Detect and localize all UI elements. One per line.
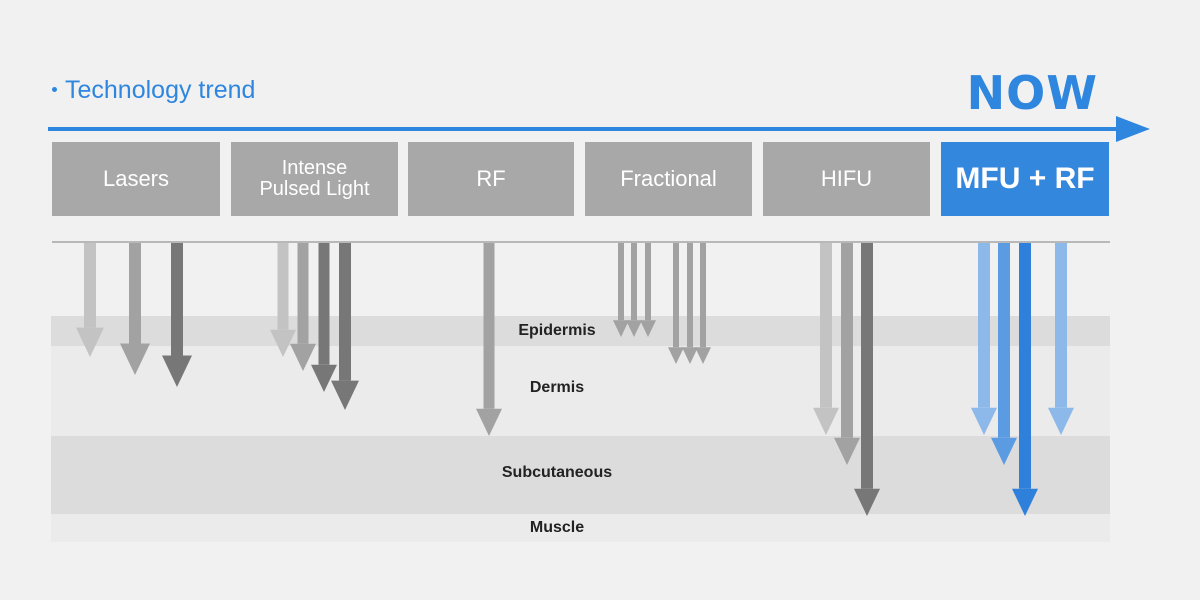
layer-subcutaneous [51,436,1110,514]
depth-arrow-rf [476,243,502,436]
arrow-shaft [318,243,330,365]
tech-box-rf: RF [408,142,574,216]
arrow-shaft [84,243,96,328]
arrow-shaft [618,243,624,321]
tech-box-mfu-rf: MFU + RF [941,142,1109,216]
arrow-head [613,320,629,337]
label-subcutaneous: Subcutaneous [501,464,613,481]
label-muscle: Muscle [529,519,585,536]
arrow-shaft [297,243,309,344]
arrow-shaft [483,243,495,409]
arrow-head [476,408,502,436]
arrow-head [626,320,642,337]
arrow-head [668,347,684,364]
depth-arrow-ipl [290,243,316,371]
arrow-head [682,347,698,364]
arrow-shaft [841,243,853,438]
trend-arrow-head [1116,116,1150,142]
depth-arrow-fractional [626,243,642,337]
arrow-shaft [1055,243,1067,408]
arrow-head [290,343,316,371]
arrow-shaft [700,243,706,348]
depth-arrow-ipl [270,243,296,357]
depth-arrow-hifu [834,243,860,465]
trend-arrow-line [48,127,1128,131]
label-dermis: Dermis [529,379,585,396]
arrow-shaft [339,243,351,381]
arrow-shaft [277,243,289,330]
depth-arrow-mfu-rf [971,243,997,435]
trend-title-text: Technology trend [65,76,256,104]
depth-arrow-lasers [162,243,192,387]
arrow-head [1048,407,1074,435]
arrow-shaft [645,243,651,321]
arrow-shaft [861,243,873,489]
layer-epidermis [51,316,1110,346]
arrow-head [331,380,359,410]
depth-arrow-fractional [613,243,629,337]
arrow-shaft [673,243,679,348]
arrow-head [695,347,711,364]
arrow-head [991,437,1017,465]
arrow-head [640,320,656,337]
arrow-shaft [998,243,1010,438]
arrow-head [971,407,997,435]
depth-arrow-lasers [120,243,150,375]
arrow-head [834,437,860,465]
arrow-head [76,327,104,357]
arrow-shaft [978,243,990,408]
arrow-shaft [171,243,183,356]
depth-arrow-fractional [682,243,698,364]
depth-arrow-fractional [640,243,656,337]
layer-dermis [51,346,1110,436]
tech-box-fractional: Fractional [585,142,752,216]
label-epidermis: Epidermis [518,322,596,339]
arrow-shaft [631,243,637,321]
arrow-shaft [1019,243,1031,489]
arrow-head [120,343,150,375]
tech-box-ipl: Intense Pulsed Light [231,142,398,216]
now-label: NOW [966,66,1098,120]
tech-box-hifu: HIFU [763,142,930,216]
arrow-head [854,488,880,516]
arrow-head [162,355,192,387]
arrow-shaft [820,243,832,408]
depth-arrow-fractional [695,243,711,364]
arrow-head [813,407,839,435]
depth-arrow-ipl [331,243,359,410]
depth-arrow-lasers [76,243,104,357]
depth-arrow-fractional [668,243,684,364]
depth-arrow-mfu-rf [1048,243,1074,435]
bullet-dot [52,86,57,92]
depth-arrow-ipl [311,243,337,392]
depth-arrow-hifu [813,243,839,435]
skin-surface-line [52,241,1110,243]
depth-arrow-hifu [854,243,880,516]
depth-arrow-mfu-rf [1012,243,1038,516]
layer-muscle [51,514,1110,542]
arrow-head [311,364,337,392]
arrow-head [1012,488,1038,516]
arrow-head [270,329,296,357]
arrow-shaft [129,243,141,344]
tech-box-lasers: Lasers [52,142,220,216]
arrow-shaft [687,243,693,348]
trend-title: Technology trend [52,76,255,105]
depth-arrow-mfu-rf [991,243,1017,465]
